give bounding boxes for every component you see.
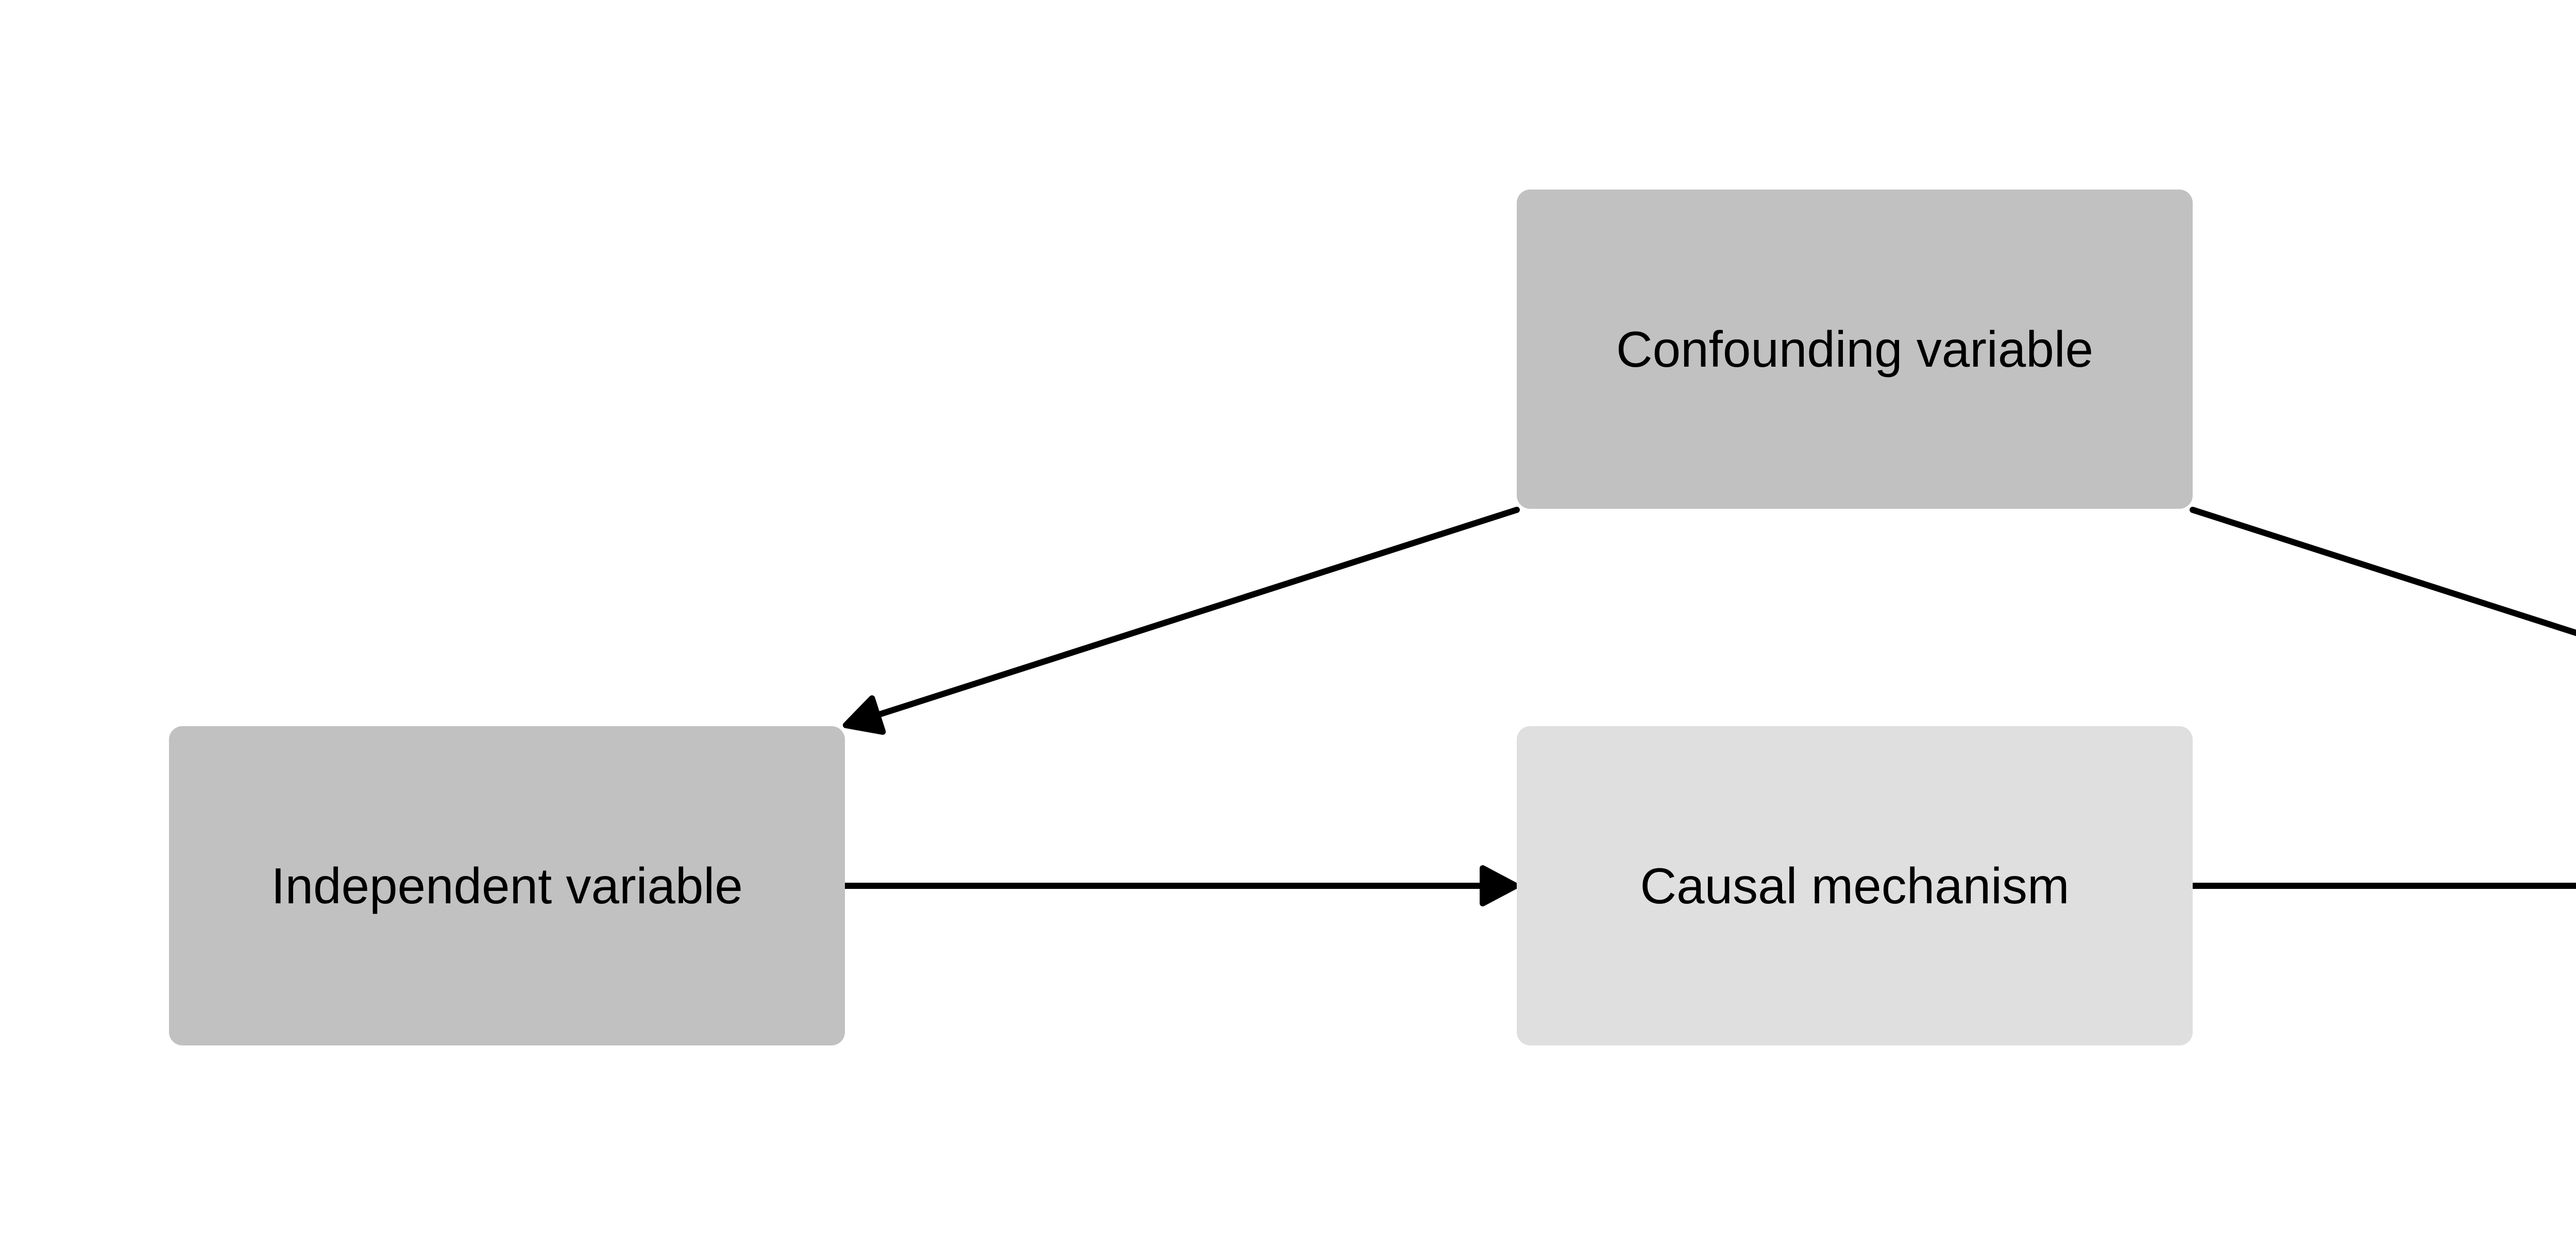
node-label: Independent variable (271, 857, 743, 914)
arrow-confounding-to-dependent (2190, 507, 2576, 637)
node-causal-mechanism: Causal mechanism (1517, 726, 2193, 1045)
arrow-confounding-to-independent (843, 507, 1520, 735)
node-label: Confounding variable (1616, 320, 2094, 377)
node-confounding-variable: Confounding variable (1517, 190, 2193, 509)
node-independent-variable: Independent variable (169, 726, 845, 1045)
node-label: Causal mechanism (1640, 857, 2070, 914)
